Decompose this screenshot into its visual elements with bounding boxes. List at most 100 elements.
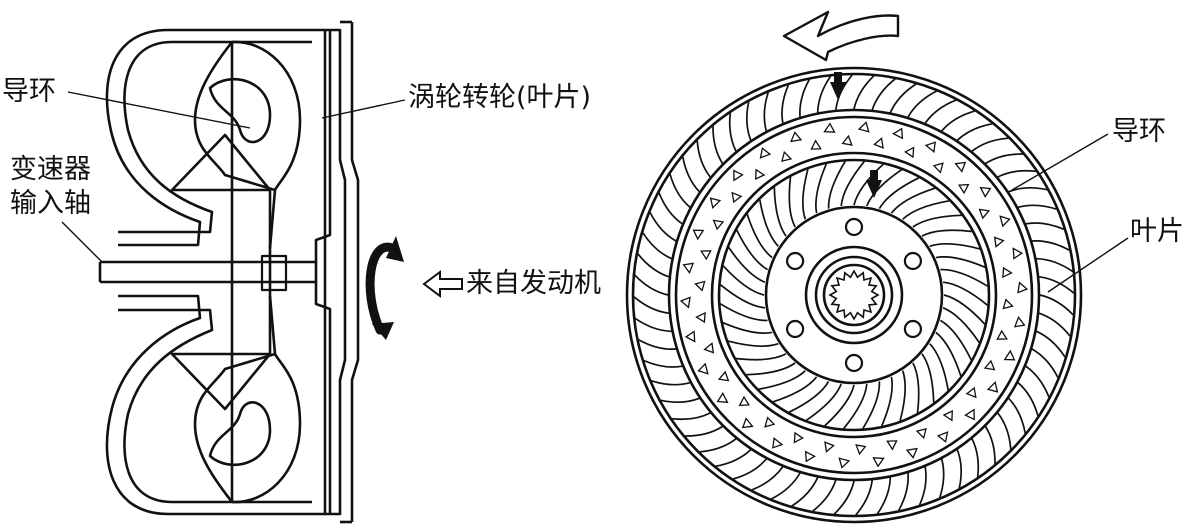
ring-blade-mark (942, 409, 953, 422)
outer-blade (660, 397, 700, 404)
outer-blade (1031, 348, 1059, 378)
turbine-torus-lower (231, 295, 302, 504)
ring-blade-mark (936, 431, 949, 443)
blade-lower (170, 352, 272, 411)
inner-blade (746, 213, 773, 259)
flow-arrow-icon (830, 72, 882, 198)
hub-splines (828, 269, 880, 321)
outer-blade (938, 458, 945, 498)
ring-blade-mark (755, 168, 766, 181)
inner-blade (942, 307, 981, 344)
ring-blade-mark (993, 236, 1005, 248)
label-input-shaft-1: 变速器 (10, 154, 91, 185)
outer-blade (997, 169, 1036, 178)
bolt-hole (844, 353, 864, 373)
outer-blade (642, 232, 672, 260)
ring-blade-mark (772, 436, 784, 449)
outer-blade (985, 153, 1023, 165)
bolt-hole (903, 319, 923, 339)
outer-blade (971, 438, 980, 477)
ring-blade-mark (924, 141, 936, 154)
outer-blade (799, 79, 811, 118)
outer-blades (633, 74, 1075, 516)
inner-blade (939, 319, 972, 361)
inner-blade (827, 160, 846, 209)
inner-blade (943, 281, 989, 306)
ring-blade-mark (957, 183, 970, 195)
ring-blade-mark (872, 457, 885, 468)
outer-blade (637, 253, 670, 278)
outer-blade (771, 472, 801, 500)
inner-blade (758, 370, 806, 391)
spline-profile (828, 269, 880, 321)
inner-blade (853, 163, 884, 206)
ring-blade-mark (915, 428, 927, 440)
outer-rim-2 (631, 72, 1077, 518)
outer-blade (812, 479, 837, 512)
ring-blade-mark (1002, 298, 1014, 310)
outer-blade (1017, 382, 1039, 416)
guide-ring-lower (208, 401, 272, 467)
outer-blade (791, 477, 819, 507)
outer-blade (1008, 186, 1048, 193)
outer-blade (984, 426, 996, 464)
ring-blade-mark (679, 296, 691, 309)
inner-blade (719, 284, 765, 309)
label-guide-ring-right: 导环 (1112, 116, 1166, 147)
ring-blade-mark (731, 191, 743, 204)
ring-blade-mark (986, 381, 999, 393)
outer-blade (696, 140, 711, 178)
outer-blade (658, 192, 683, 225)
outer-blade (712, 126, 724, 164)
outer-blade (649, 212, 677, 242)
ring-blade-mark (700, 250, 712, 261)
inner-blade (921, 229, 973, 237)
bolt-hole (844, 217, 864, 237)
outer-blade (971, 137, 1009, 152)
hub-ring-1 (804, 245, 904, 345)
inner-blade (843, 384, 868, 430)
ring-blade-mark (823, 122, 836, 133)
inner-blade (722, 265, 765, 296)
outer-blade (871, 78, 896, 111)
outer-blade (1038, 312, 1071, 337)
label-guide-ring-left: 导环 (2, 76, 56, 107)
outer-blade (897, 472, 909, 511)
outer-blade (763, 92, 770, 132)
right-leaders (1011, 133, 1129, 293)
ring-blade-mark (759, 147, 772, 159)
inner-blade (824, 384, 855, 427)
outer-blade (634, 317, 672, 333)
blade-upper (170, 133, 272, 192)
ring-blade-mark (741, 417, 754, 429)
ring-blade-mark (1013, 315, 1026, 328)
outer-blade (924, 99, 957, 124)
outer-blade (816, 75, 832, 113)
outer-blade (853, 75, 875, 110)
ring-blade-mark (954, 161, 967, 173)
bolt-hole (903, 251, 923, 271)
turbine-torus-upper (231, 40, 302, 249)
housing-upper (105, 28, 325, 247)
inner-blade (935, 256, 986, 269)
turbine-face-view (625, 66, 1083, 524)
ring-blade-mark (695, 311, 706, 324)
ring-blade-mark (841, 134, 853, 146)
ring-blade-mark (717, 370, 730, 382)
outer-blade (855, 479, 874, 516)
outer-blade (781, 84, 790, 124)
inner-blade (899, 370, 906, 422)
outer-blade (833, 480, 855, 515)
rotation-arrow-icon (365, 236, 404, 340)
outer-blade (638, 338, 677, 350)
bolt-hole (785, 251, 805, 271)
ring-blade-mark (1017, 281, 1029, 294)
outer-blade (1025, 365, 1050, 398)
ring-blade-mark (857, 121, 870, 133)
ring-blade-mark (999, 215, 1011, 228)
ring-blade-mark (904, 146, 915, 159)
ring-blade-mark (824, 441, 835, 453)
inner-blade (890, 187, 936, 214)
